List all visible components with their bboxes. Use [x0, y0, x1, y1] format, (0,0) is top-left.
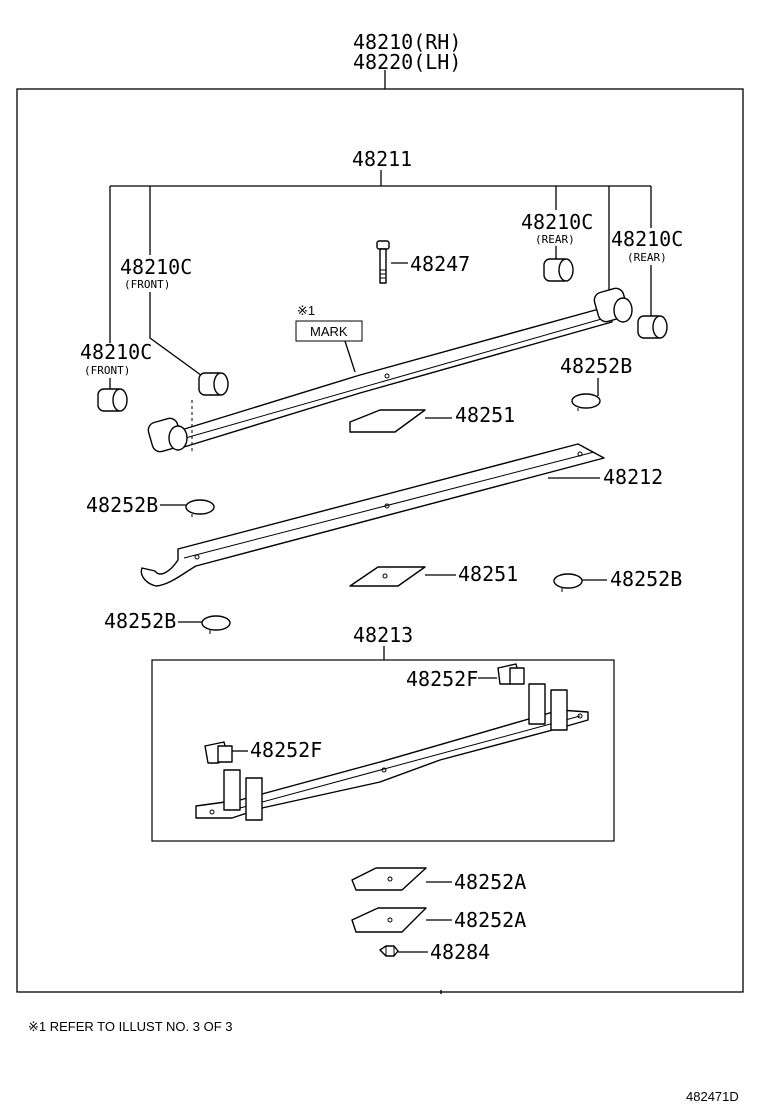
- leaf-spring-no2-icon: [140, 443, 605, 587]
- nut-icon: [379, 945, 399, 957]
- bumper-lower-right-icon: [553, 573, 583, 592]
- bush-rear-mid-icon: [543, 258, 574, 282]
- insert-lower-icon: [349, 566, 426, 587]
- bolt-label: 48247: [410, 252, 470, 276]
- bush-rear-right-icon: [637, 315, 668, 339]
- bush-front-left-icon: [97, 388, 128, 412]
- bush-rear-mid-sub: (REAR): [535, 233, 575, 246]
- assembly-frame: [16, 88, 744, 993]
- leaf-spring-no3-icon: [195, 683, 589, 821]
- bumper-left-icon: [185, 499, 215, 517]
- insert-lower-label: 48251: [458, 562, 518, 586]
- plate-lower-icon: [351, 907, 427, 933]
- clip-left-label: 48252F: [250, 738, 322, 762]
- mark-box: [295, 320, 363, 342]
- bumper-left-label: 48252B: [86, 493, 158, 517]
- plate-lower-label: 48252A: [454, 908, 526, 932]
- assy-rh-label: 48210(RH): [353, 30, 461, 54]
- bumper-upper-right-label: 48252B: [560, 354, 632, 378]
- nut-label: 48284: [430, 940, 490, 964]
- mark-label: MARK: [310, 324, 348, 339]
- plate-upper-icon: [351, 867, 427, 891]
- bush-rear-mid-label: 48210C: [521, 210, 593, 234]
- bumper-upper-right-icon: [571, 393, 601, 411]
- bumper-lower-left-icon: [201, 615, 231, 634]
- clip-right-label: 48252F: [406, 667, 478, 691]
- ref-mark-label: ※1: [297, 303, 315, 318]
- footnote: ※1 REFER TO ILLUST NO. 3 OF 3: [28, 1019, 233, 1034]
- bumper-lower-right-label: 48252B: [610, 567, 682, 591]
- leaf-no3-frame: [151, 659, 615, 842]
- bush-front-left-sub: (FRONT): [84, 364, 130, 377]
- clip-left-icon: [204, 741, 233, 764]
- illustration-id: 482471D: [686, 1089, 739, 1104]
- leaf-no2-label: 48212: [603, 465, 663, 489]
- bush-front-mid-sub: (FRONT): [124, 278, 170, 291]
- clip-right-icon: [497, 663, 525, 685]
- leaf-spring-no1-icon: [147, 287, 633, 453]
- leaf-no1-label: 48211: [352, 147, 412, 171]
- assy-lh-label: 48220(LH): [353, 50, 461, 74]
- leaf-no3-label: 48213: [353, 623, 413, 647]
- bush-front-mid-icon: [198, 372, 229, 396]
- bumper-lower-left-label: 48252B: [104, 609, 176, 633]
- insert-upper-label: 48251: [455, 403, 515, 427]
- bush-front-left-label: 48210C: [80, 340, 152, 364]
- bush-rear-right-label: 48210C: [611, 227, 683, 251]
- bolt-icon: [376, 240, 390, 284]
- bush-rear-right-sub: (REAR): [627, 251, 667, 264]
- insert-upper-icon: [349, 409, 426, 433]
- plate-upper-label: 48252A: [454, 870, 526, 894]
- bush-front-mid-label: 48210C: [120, 255, 192, 279]
